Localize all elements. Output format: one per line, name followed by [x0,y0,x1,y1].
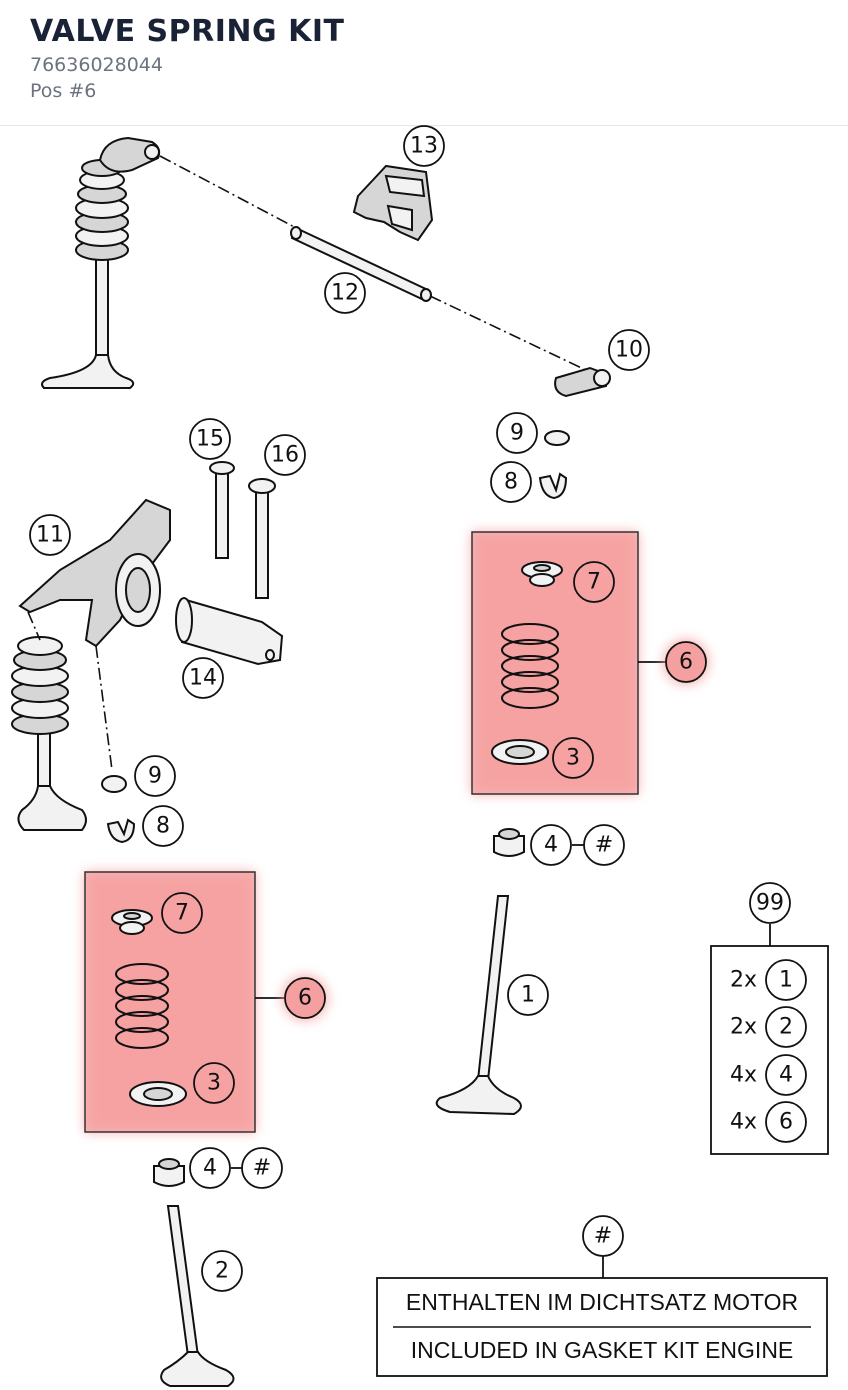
intake-valve [435,895,522,1116]
callout-99: 99 [749,882,791,924]
svg-text:4x: 4x [730,1110,757,1135]
spring-retainer-left [111,909,153,935]
callout-6-right: 6 [664,640,708,684]
svg-text:12: 12 [331,281,359,306]
svg-text:2: 2 [215,1259,229,1284]
stem-seal-left [153,1158,185,1187]
callout-4-right: 4 [530,824,572,866]
callout-7-left: 7 [161,892,203,934]
page-title: VALVE SPRING KIT [30,14,345,49]
kit-row: 2x 1 [730,959,807,1001]
spring-retainer-right [521,561,563,587]
kit-contents-box: 2x 1 2x 2 4x 4 4x 6 [710,945,829,1155]
svg-text:9: 9 [510,421,524,446]
svg-text:16: 16 [271,443,299,468]
header: VALVE SPRING KIT 76636028044 Pos #6 [0,0,848,126]
rocker-arm-assembly [11,461,284,831]
callout-10: 10 [608,329,650,371]
callout-12: 12 [324,272,366,314]
keeper-right [538,472,568,500]
callout-3-right: 3 [552,737,594,779]
svg-text:2x: 2x [730,1015,757,1040]
callout-14: 14 [182,657,224,699]
callout-13: 13 [403,125,445,167]
callout-6-left: 6 [283,976,327,1020]
svg-text:9: 9 [148,764,162,789]
svg-text:6: 6 [298,986,312,1011]
svg-text:8: 8 [504,470,518,495]
svg-text:2x: 2x [730,968,757,993]
stem-seal-right [493,828,525,857]
axis-line [159,155,301,231]
kit-row: 4x 4 [730,1054,807,1096]
svg-text:4: 4 [203,1156,217,1181]
svg-text:99: 99 [756,891,784,916]
kit-row: 4x 6 [730,1101,807,1143]
valve-spring-left [115,963,169,1049]
svg-text:1: 1 [521,983,535,1008]
callout-11: 11 [29,514,71,556]
callout-8-right: 8 [490,461,532,503]
svg-text:14: 14 [189,666,217,691]
callout-9-left: 9 [134,755,176,797]
callout-8-left: 8 [142,805,184,847]
note-line-de: ENTHALTEN IM DICHTSATZ MOTOR [406,1289,798,1315]
svg-text:3: 3 [566,746,580,771]
spring-seat-left [129,1081,187,1107]
svg-text:#: # [253,1156,271,1181]
shim-left [101,775,127,793]
axis-line-3 [95,645,113,771]
callout-4-left: 4 [189,1147,231,1189]
valve-spring-right [501,623,559,709]
callout-3-left: 3 [193,1062,235,1104]
rocker-clip [352,164,434,242]
svg-text:11: 11 [36,523,64,548]
position-label: Pos #6 [30,80,97,102]
svg-text:6: 6 [779,1110,793,1135]
svg-text:15: 15 [196,427,224,452]
callout-hash-note: # [582,1215,624,1257]
callout-1: 1 [507,974,549,1016]
callout-hash-left: # [241,1147,283,1189]
top-left-valve-assembly [41,136,161,389]
callout-16: 16 [264,434,306,476]
svg-text:6: 6 [679,650,693,675]
svg-text:#: # [595,833,613,858]
svg-text:7: 7 [587,570,601,595]
spring-seat-right [491,739,549,765]
rocker-shaft [290,226,432,302]
svg-text:4x: 4x [730,1063,757,1088]
callout-hash-right: # [583,824,625,866]
svg-text:13: 13 [410,134,438,159]
axis-line-2 [429,295,591,373]
svg-text:2: 2 [779,1015,793,1040]
shim-right [544,430,570,446]
callouts: 13 12 10 15 16 11 14 9 8 9 8 7 3 7 3 6 6… [29,125,791,1292]
svg-text:4: 4 [544,833,558,858]
svg-text:8: 8 [156,814,170,839]
svg-text:3: 3 [207,1071,221,1096]
svg-text:4: 4 [779,1063,793,1088]
svg-text:1: 1 [779,968,793,993]
note-line-en: INCLUDED IN GASKET KIT ENGINE [411,1337,794,1363]
svg-text:10: 10 [615,338,643,363]
svg-text:#: # [594,1224,612,1249]
callout-15: 15 [189,418,231,460]
gasket-kit-note: ENTHALTEN IM DICHTSATZ MOTOR INCLUDED IN… [376,1277,828,1377]
keeper-left [106,818,136,844]
part-number: 76636028044 [30,54,163,76]
kit-row: 2x 2 [730,1006,807,1048]
callout-2: 2 [201,1250,243,1292]
small-rocker-finger [554,366,611,398]
axis-line-4 [27,611,41,641]
svg-text:7: 7 [175,901,189,926]
callout-9-right: 9 [496,412,538,454]
exhaust-valve [160,1205,235,1387]
callout-7-right: 7 [573,561,615,603]
